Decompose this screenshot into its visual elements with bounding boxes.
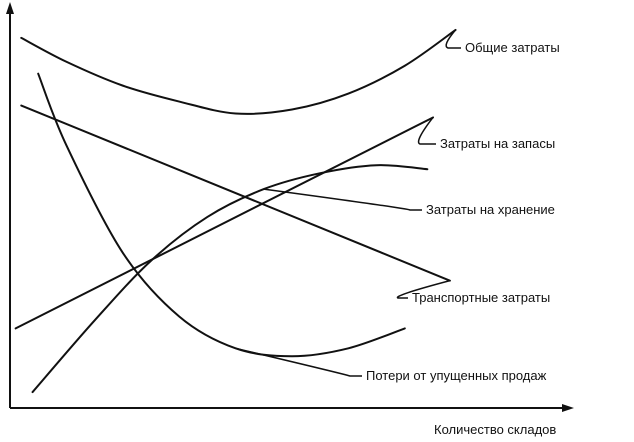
series-label-5: Потери от упущенных продаж	[366, 368, 547, 383]
series-label-2: Затраты на запасы	[440, 136, 555, 151]
series-label-3: Затраты на хранение	[426, 202, 555, 217]
y-axis-arrow-icon	[6, 2, 14, 14]
axes	[6, 2, 574, 412]
series-line-5	[37, 72, 406, 358]
x-axis-arrow-icon	[562, 404, 574, 412]
leader-line-4	[396, 279, 451, 299]
leader-line-5	[235, 347, 362, 377]
series-label-4: Транспортные затраты	[412, 290, 550, 305]
series-label-1: Общие затраты	[465, 40, 560, 55]
series-line-4	[20, 104, 451, 282]
x-axis-label: Количество складов	[434, 422, 556, 437]
leader-line-1	[445, 29, 461, 49]
series-line-3	[31, 164, 429, 394]
series-line-2	[14, 116, 434, 330]
series-layer	[14, 28, 457, 394]
leader-line-3	[263, 188, 422, 211]
series-line-1	[20, 28, 457, 115]
leader-line-2	[417, 117, 436, 145]
